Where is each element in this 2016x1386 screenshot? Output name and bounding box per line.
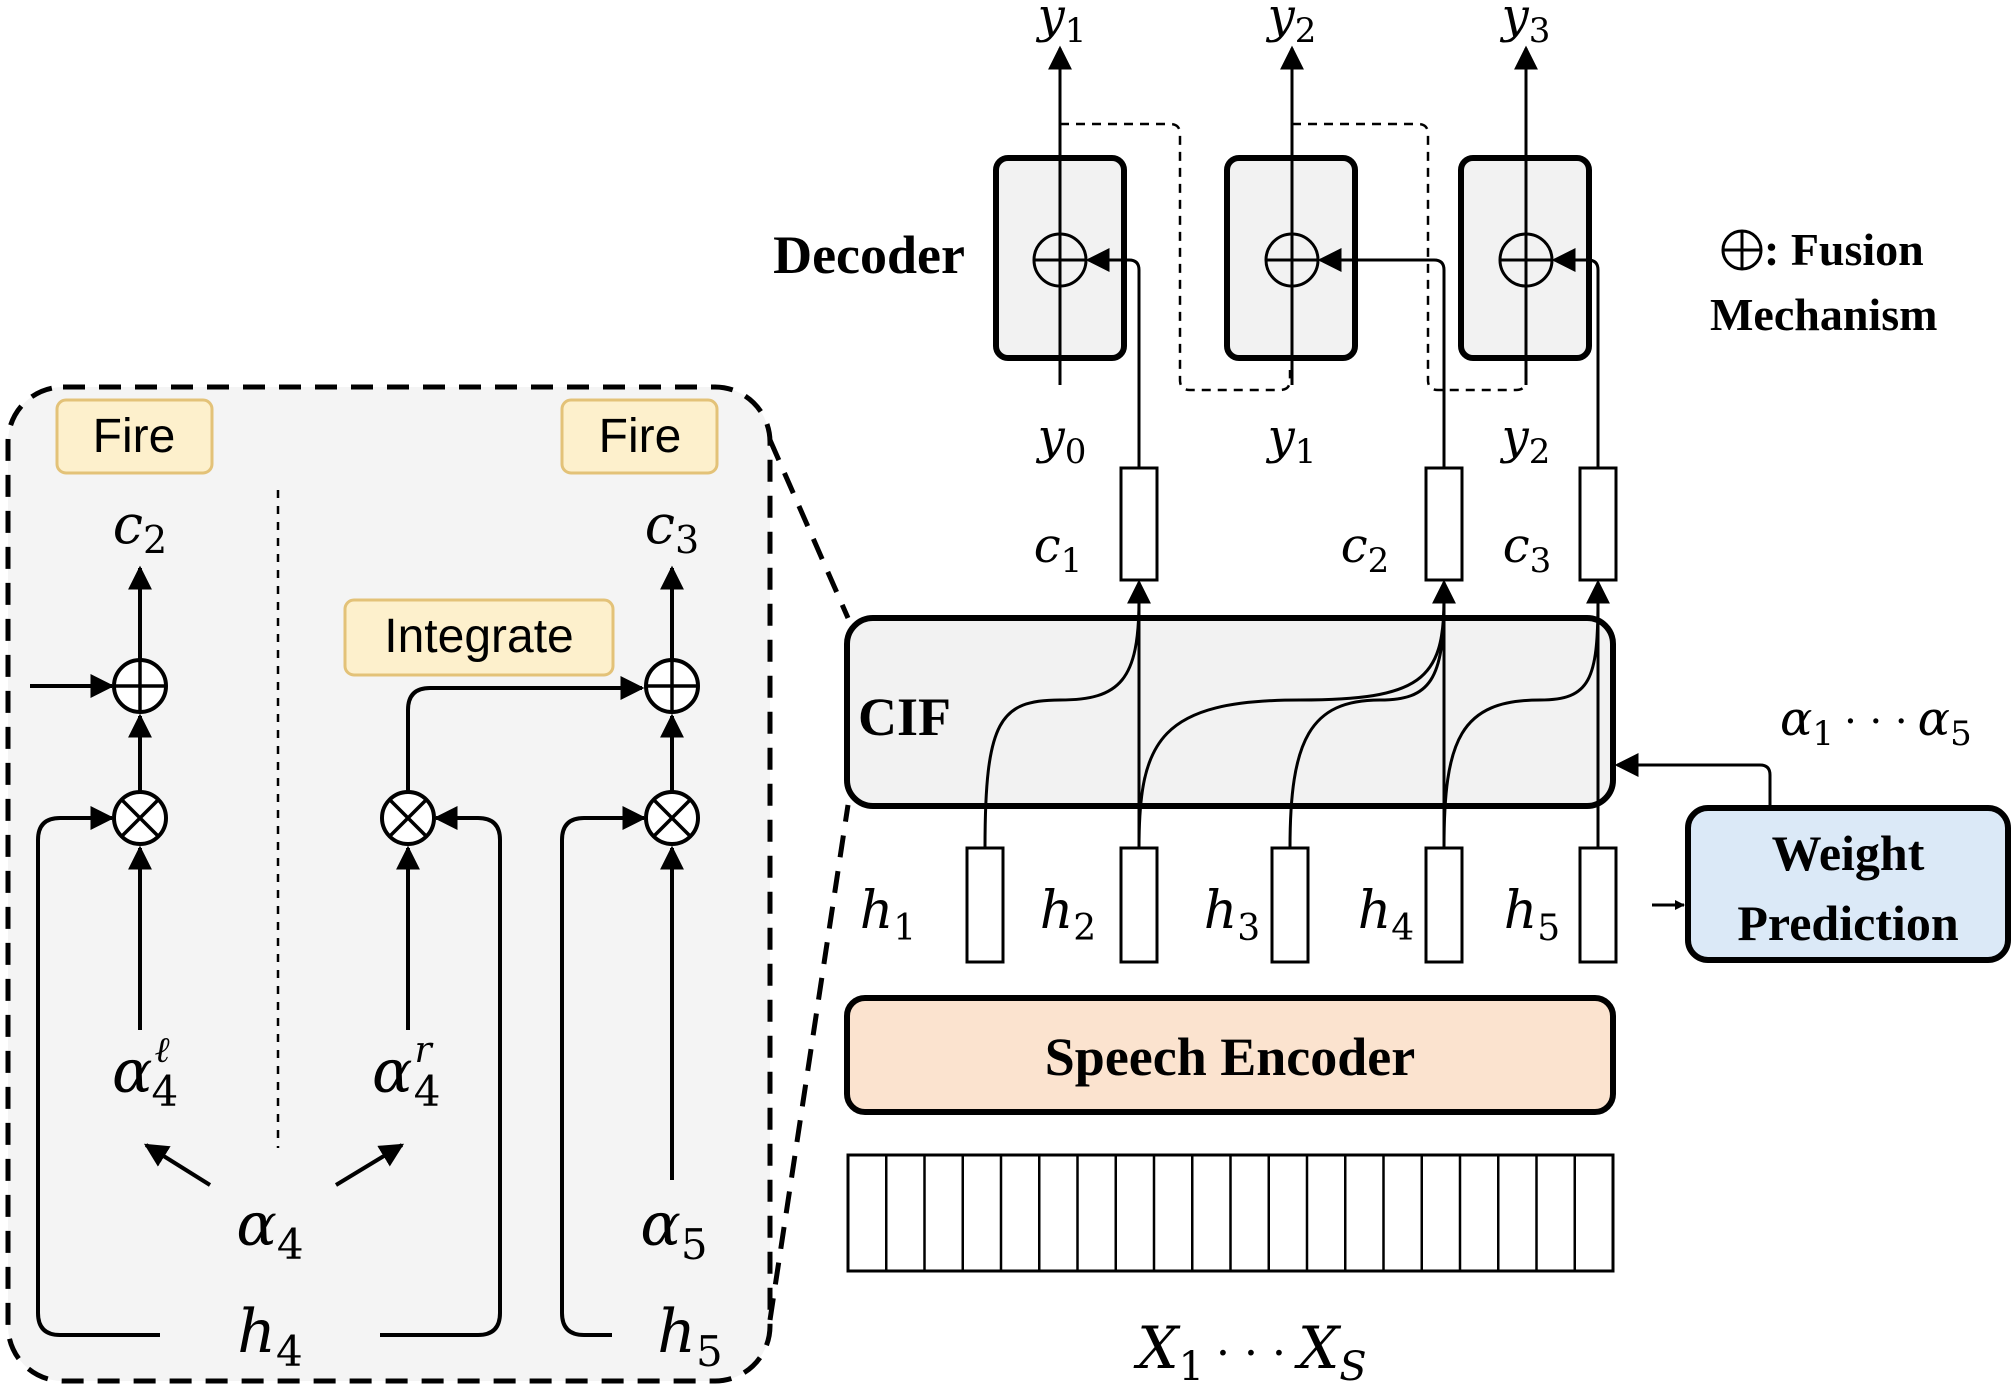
cif-integration-curves [983,579,1610,849]
cif-output-c1-label: c1 [1034,518,1083,581]
output-y3-label: y3 [1500,0,1551,51]
zoom-line-bottom [767,804,851,1321]
detail-c2-label: c2 [113,493,167,562]
hidden-state-h1-label: h1 [860,881,916,949]
detail-h4-label: h4 [237,1297,302,1376]
input-range-label: X1· · ·XS [1133,1314,1366,1386]
fire-tag-right: Fire [560,398,719,475]
hidden-state-h5-label: h5 [1504,881,1560,949]
decoder-input-y2-label: y2 [1500,409,1551,472]
plus-node-right [644,658,700,714]
fire-tag-left: Fire [55,398,214,475]
hidden-state-h2-box [1119,846,1159,964]
detail-alpha4-label: α4 [236,1190,303,1269]
times-node-left [112,790,168,846]
plus-node-left [112,658,168,714]
detail-c3-label: c3 [645,493,699,562]
cif-output-c1-box [1119,466,1159,582]
hidden-state-h3-label: h3 [1204,881,1260,949]
decoder-label: Decoder [773,225,965,285]
hidden-state-h2-label: h2 [1040,881,1096,949]
times-node-middle [380,790,436,846]
output-y2-label: y2 [1266,0,1317,51]
cif-output-c3-box [1578,466,1618,582]
output-y1-label: y1 [1036,0,1087,51]
speech-encoder-label: Speech Encoder [1045,1027,1416,1087]
integrate-label: Integrate [384,610,573,663]
fusion-legend-icon [1721,229,1763,271]
hidden-state-h5-box [1578,846,1618,964]
times-node-right [644,790,700,846]
hidden-state-boxes [965,846,1618,964]
input-frames [846,1153,1615,1273]
cif-label: CIF [858,687,951,747]
cif-output-c3-label: c3 [1503,518,1552,581]
speech-encoder-block: Speech Encoder [844,995,1616,1115]
weight-prediction-label-2: Prediction [1737,895,1958,951]
decoder-input-y1-label: y1 [1266,409,1317,472]
cif-output-c2-box [1424,466,1464,582]
integrate-tag: Integrate [343,598,615,677]
detail-alpha5-label: α5 [640,1190,707,1269]
fire-label-right: Fire [599,410,682,463]
fusion-legend-text-2: Mechanism [1710,289,1937,340]
fusion-legend-text: : Fusion [1764,224,1924,275]
hidden-state-h4-box [1424,846,1464,964]
cif-block: CIF [844,615,1616,809]
fire-label-left: Fire [93,410,176,463]
hidden-state-h3-box [1270,846,1310,964]
alpha-range-label: α1· · ·α5 [1780,691,1972,754]
decoder-input-y0-label: y0 [1036,409,1087,472]
recurrence-loop-1 [1060,122,1292,392]
weight-prediction-label-1: Weight [1772,825,1925,881]
cif-output-c2-label: c2 [1341,518,1390,581]
detail-h5-label: h5 [657,1297,722,1376]
hidden-state-h4-label: h4 [1358,881,1414,949]
zoom-line-top [767,438,851,620]
hidden-state-h1-box [965,846,1005,964]
recurrence-loop-2 [1292,122,1528,392]
weight-prediction-block: Weight Prediction [1685,805,2011,963]
fusion-legend: : Fusion Mechanism [1710,224,1937,340]
